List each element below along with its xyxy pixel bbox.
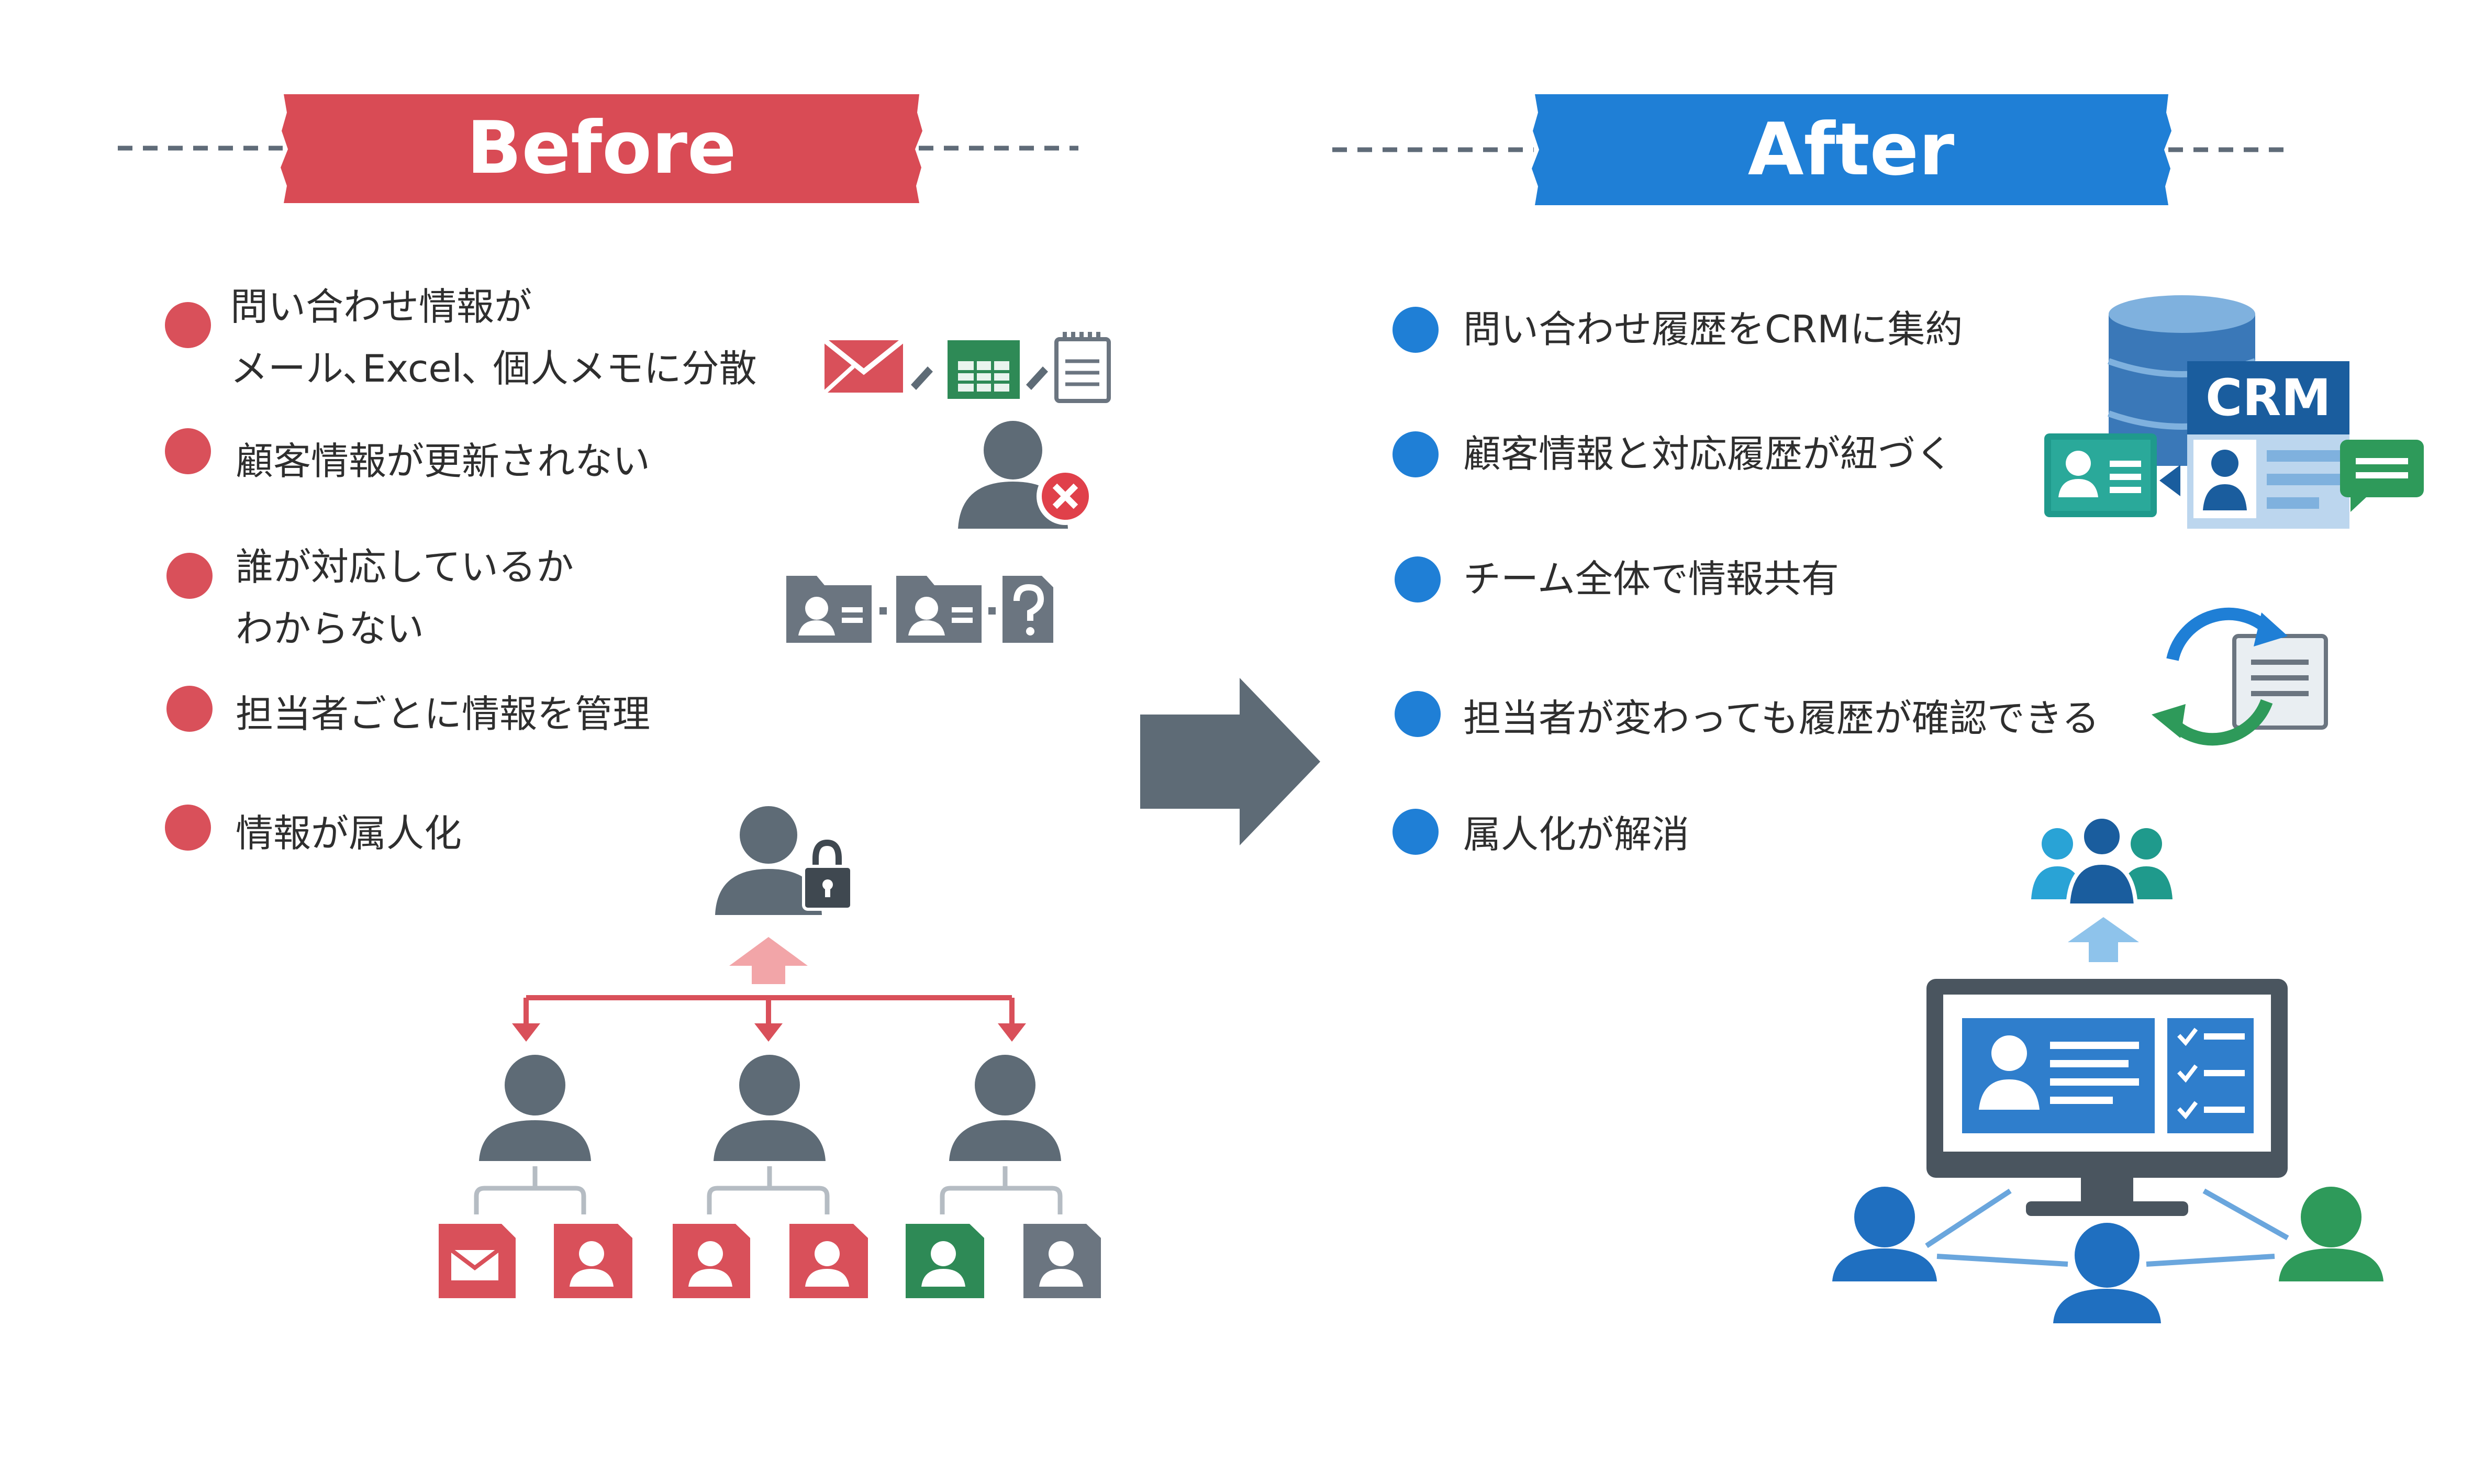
bullet-dot <box>1393 809 1439 855</box>
after-item-3: チーム全体で情報共有 <box>1463 548 1839 610</box>
pencil-icon <box>911 366 933 390</box>
tree-connectors <box>474 1166 1063 1214</box>
bullet-dot <box>165 302 211 348</box>
user-document-icon <box>1023 1224 1101 1298</box>
staff-user-icon <box>479 1055 591 1161</box>
distribution-arrows <box>523 995 1015 1026</box>
up-arrow-icon <box>729 937 808 984</box>
before-item-2: 顧客情報が更新されない <box>236 430 650 492</box>
before-item-1: 問い合わせ情報が メール､Excel､ 個人メモに分散 <box>230 276 757 399</box>
before-item-4: 担当者ごとに情報を管理 <box>236 683 650 745</box>
before-title: Before <box>466 106 737 190</box>
connected-user-icon <box>2053 1223 2161 1323</box>
excel-sheet-icon <box>948 340 1020 399</box>
team-icon <box>2031 814 2173 908</box>
after-item-4-line-1: 担当者が変わっても履歴が確認できる <box>1463 696 2100 740</box>
user-document-icon <box>789 1224 868 1298</box>
bullet-dot <box>1393 431 1439 477</box>
before-item-4-line-1: 担当者ごとに情報を管理 <box>236 692 651 736</box>
after-item-5: 属人化が解消 <box>1463 804 1689 865</box>
connected-user-icon <box>1832 1187 1937 1281</box>
contact-card-icon <box>896 576 982 643</box>
user-with-lock-icon <box>715 806 853 915</box>
before-item-2-line-1: 顧客情報が更新されない <box>236 439 651 483</box>
after-title: After <box>1747 107 1955 192</box>
bullet-dot <box>1393 307 1439 353</box>
before-banner <box>281 94 922 203</box>
bullet-dot <box>1395 556 1441 602</box>
connector-dot <box>879 607 887 615</box>
bullet-dot <box>166 686 213 732</box>
staff-user-icon <box>949 1055 1061 1161</box>
transition-arrow-icon <box>1140 678 1320 845</box>
after-item-3-line-1: チーム全体で情報共有 <box>1463 557 1839 601</box>
before-item-1-line-1: 問い合わせ情報が <box>230 285 532 329</box>
bullet-dot <box>1395 691 1441 737</box>
mail-icon <box>822 338 905 394</box>
connector-dot <box>988 607 996 615</box>
before-item-5-line-1: 情報が属人化 <box>236 811 462 855</box>
bullet-dot <box>166 553 213 599</box>
bullet-dot <box>165 428 211 474</box>
user-document-icon <box>673 1224 750 1298</box>
after-item-2: 顧客情報と対応履歴が紐づく <box>1463 423 1953 485</box>
monitor-dashboard-icon <box>1926 979 2288 1216</box>
before-item-1-line-2: メール､Excel､ 個人メモに分散 <box>230 347 757 390</box>
up-arrow-icon <box>2068 917 2139 962</box>
after-item-4: 担当者が変わっても履歴が確認できる <box>1463 687 2099 749</box>
contact-card-icon <box>786 576 872 643</box>
network-connectors <box>1925 1188 2289 1267</box>
chat-bubble-icon <box>2340 440 2424 512</box>
sync-document-icon <box>2152 607 2328 746</box>
before-item-3-line-2: わからない <box>236 607 425 651</box>
pencil-icon <box>1026 366 1048 390</box>
user-with-x-icon <box>958 421 1094 529</box>
after-item-5-line-1: 属人化が解消 <box>1463 812 1690 856</box>
notepad-icon <box>1054 332 1111 403</box>
before-item-5: 情報が属人化 <box>236 802 462 864</box>
user-document-icon <box>554 1224 632 1298</box>
after-item-1: 問い合わせ履歴をCRMに集約 <box>1463 298 1963 360</box>
question-card-icon <box>1002 576 1053 643</box>
mail-document-icon <box>439 1224 516 1298</box>
contact-card-icon <box>2044 433 2157 517</box>
crm-label: CRM <box>2205 369 2331 427</box>
after-item-1-line-1: 問い合わせ履歴をCRMに集約 <box>1463 307 1963 351</box>
connected-user-icon <box>2279 1187 2383 1281</box>
left-arrow-icon <box>2159 465 2180 496</box>
before-item-3: 誰が対応しているか わからない <box>236 536 574 660</box>
crm-card-icon <box>2187 361 2349 529</box>
staff-user-icon <box>714 1055 826 1161</box>
after-item-2-line-1: 顧客情報と対応履歴が紐づく <box>1463 432 1954 476</box>
bullet-dot <box>165 805 211 851</box>
user-document-icon <box>906 1224 984 1298</box>
after-banner <box>1532 94 2171 205</box>
before-item-3-line-1: 誰が対応しているか <box>236 545 574 589</box>
